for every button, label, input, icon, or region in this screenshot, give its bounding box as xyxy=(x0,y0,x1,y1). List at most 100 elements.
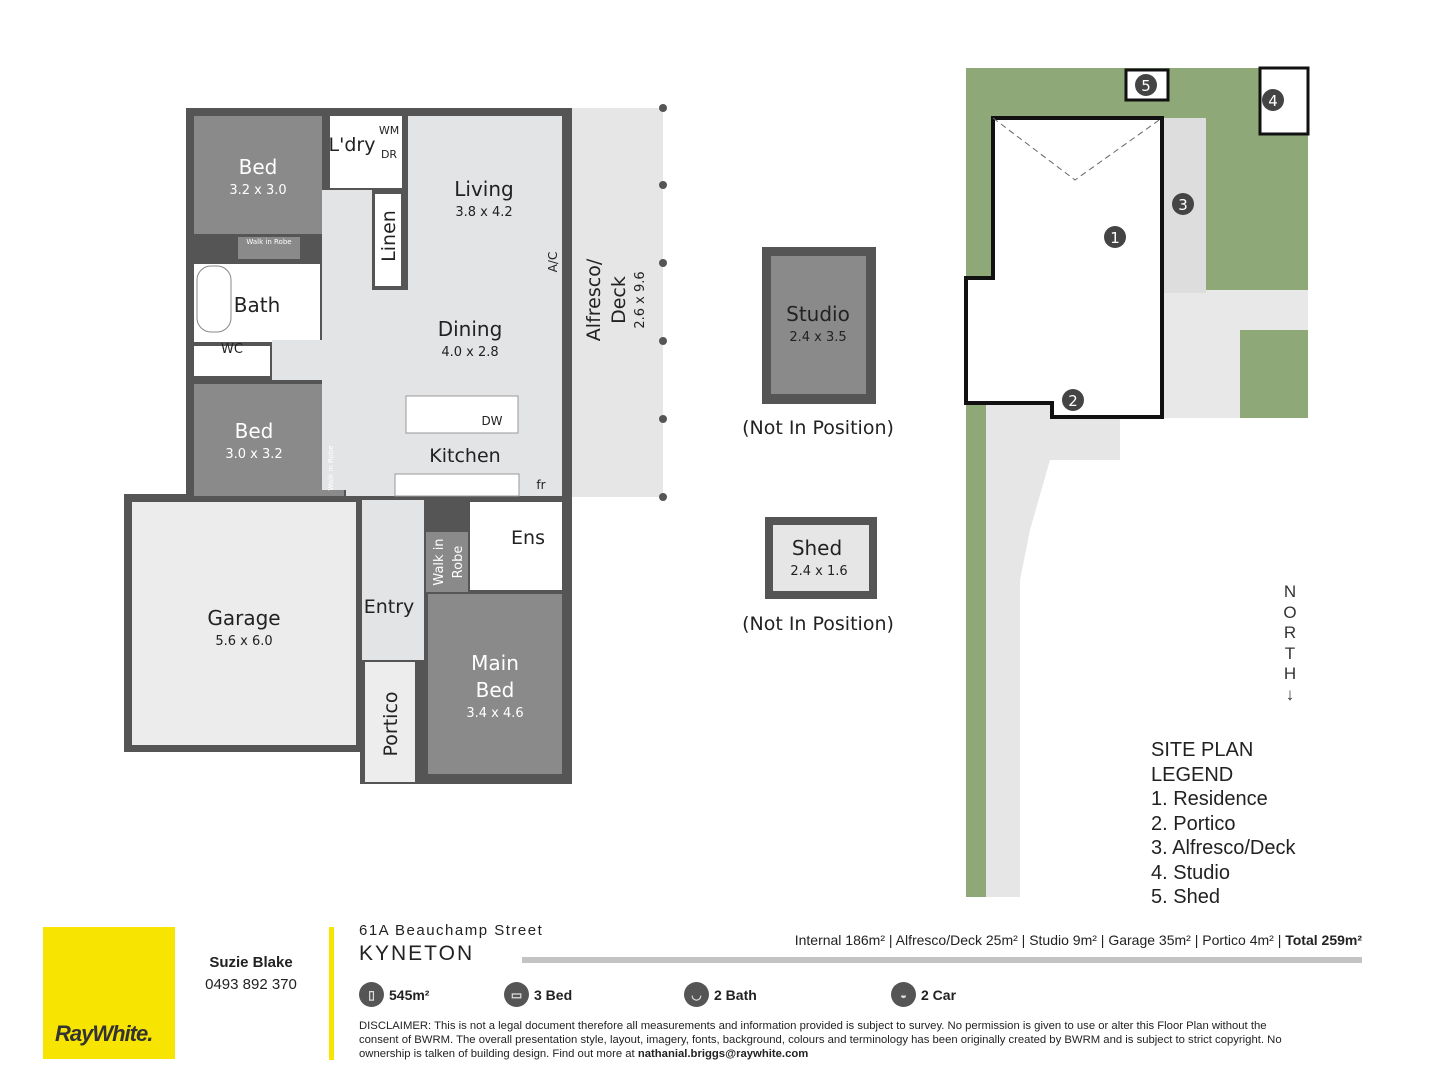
garage-size: 5.6 x 6.0 xyxy=(215,634,272,649)
studio-floor xyxy=(771,256,866,394)
area-studio: Studio 9m² | xyxy=(1029,932,1109,948)
north-letter: O xyxy=(1283,602,1297,622)
wir1-label: Walk in Robe xyxy=(246,238,291,246)
disclaimer-text: DISCLAIMER: This is not a legal document… xyxy=(359,1020,1282,1060)
wir1 xyxy=(238,237,300,259)
main-bed-label-1: Main xyxy=(471,651,519,675)
linen-cupboard xyxy=(375,194,401,286)
shed-size: 2.4 x 1.6 xyxy=(790,564,847,579)
ac-label: A/C xyxy=(546,252,560,273)
area-internal: Internal 186m² | xyxy=(794,932,896,948)
hall-to-wc xyxy=(272,340,332,380)
wc-label: WC xyxy=(221,342,243,357)
living-label: Living xyxy=(454,177,513,201)
kitchen-island xyxy=(405,395,519,434)
dining-label: Dining xyxy=(438,317,503,341)
legend-item: 1. Residence xyxy=(1151,788,1268,810)
dining-area xyxy=(346,290,416,496)
wc-room xyxy=(194,346,270,376)
living-area xyxy=(408,116,562,496)
living-size: 3.8 x 4.2 xyxy=(455,205,512,220)
bed2-room xyxy=(194,384,322,496)
floor-plan: Bed 3.2 x 3.0 Bed 3.0 x 3.2 Main Bed 3.4… xyxy=(124,66,1310,897)
site-plan-legend: SITE PLAN LEGEND 1. Residence 2. Portico… xyxy=(1151,738,1296,910)
north-letter: T xyxy=(1284,643,1296,663)
bed1-label: Bed xyxy=(239,155,278,179)
main-bed-size: 3.4 x 4.6 xyxy=(466,706,523,721)
divider-bar xyxy=(522,957,1362,963)
area-summary: Internal 186m² | Alfresco/Deck 25m² | St… xyxy=(560,932,1362,948)
alfresco-label-2: Deck xyxy=(608,276,630,324)
legend-title: LEGEND xyxy=(1151,763,1234,786)
car-icon: ◒ xyxy=(891,982,916,1007)
shed-floor xyxy=(773,525,869,591)
land-icon: ▯ xyxy=(359,982,384,1007)
area-portico: Portico 4m² | xyxy=(1202,932,1286,948)
shed-label: Shed xyxy=(792,536,842,560)
alfresco-label-1: Alfresco/ xyxy=(583,258,605,341)
garage-floor xyxy=(132,502,356,745)
site-marker-2: 2 xyxy=(1068,392,1078,410)
studio-label: Studio xyxy=(786,302,850,326)
feature-land: ▯545m² xyxy=(359,982,429,1007)
dining-size: 4.0 x 2.8 xyxy=(441,345,498,360)
disclaimer: DISCLAIMER: This is not a legal document… xyxy=(359,1020,1289,1061)
dw-label: DW xyxy=(481,414,502,428)
area-alfresco: Alfresco/Deck 25m² | xyxy=(895,932,1030,948)
entry-hall xyxy=(362,500,424,660)
alfresco-deck xyxy=(568,108,663,497)
bed1-size: 3.2 x 3.0 xyxy=(229,183,286,198)
contact-email-link[interactable]: nathanial.briggs@raywhite.com xyxy=(637,1047,809,1060)
divider xyxy=(329,927,334,1060)
agent-phone[interactable]: 0493 892 370 xyxy=(205,976,297,993)
fridge-label: fr xyxy=(536,478,545,492)
wir2-label: Walk in Robe xyxy=(327,445,335,490)
studio-note: (Not In Position) xyxy=(742,417,894,439)
feature-bed: ▭ 3 Bed xyxy=(504,982,572,1007)
bed-icon: ▭ xyxy=(504,982,529,1007)
north-letter: H xyxy=(1283,664,1297,683)
site-marker-4: 4 xyxy=(1268,92,1278,110)
agent-info: Suzie Blake 0493 892 370 xyxy=(180,954,322,993)
legend-item: 2. Portico xyxy=(1151,812,1236,835)
portico-area xyxy=(365,662,415,782)
wir3-label-2: Robe xyxy=(451,546,466,579)
laundry-room xyxy=(330,116,402,188)
bathtub xyxy=(196,265,232,333)
area-total: Total 259m² xyxy=(1285,932,1362,948)
north-letter: R xyxy=(1283,623,1297,642)
legend-item: 3. Alfresco/Deck xyxy=(1151,837,1296,859)
garage-label: Garage xyxy=(207,606,280,630)
legend-item: 4. Studio xyxy=(1151,861,1230,884)
bed2-size: 3.0 x 3.2 xyxy=(225,447,282,462)
main-bed-label-2: Bed xyxy=(476,678,515,702)
wir3-label-1: Walk in xyxy=(432,538,447,585)
shed-note: (Not In Position) xyxy=(742,613,894,635)
feature-label: 3 Bed xyxy=(534,986,573,1003)
north-indicator: N O R T H ↓ xyxy=(1280,582,1300,705)
bath-label: Bath xyxy=(234,293,281,317)
suburb: KYNETON xyxy=(359,942,475,965)
wm-label: WM xyxy=(379,124,399,137)
street-address: 61A Beauchamp Street xyxy=(359,922,544,939)
kitchen-bench xyxy=(394,473,520,497)
legend-item: 5. Shed xyxy=(1151,886,1220,908)
north-arrow-icon: ↓ xyxy=(1285,684,1295,704)
portico-label: Portico xyxy=(380,691,402,756)
alfresco-size: 2.6 x 9.6 xyxy=(633,271,648,328)
kitchen-label: Kitchen xyxy=(429,445,500,467)
feature-car: ◒2 Car xyxy=(891,982,956,1007)
north-letter: N xyxy=(1283,582,1297,601)
linen-label: Linen xyxy=(378,210,400,262)
main-bed-room xyxy=(428,594,562,774)
site-marker-3: 3 xyxy=(1178,196,1188,214)
deck-posts xyxy=(659,104,667,501)
area-garage: Garage 35m² | xyxy=(1108,932,1203,948)
bed1-room xyxy=(194,116,322,234)
laundry-label: L'dry xyxy=(329,134,376,156)
agent-name: Suzie Blake xyxy=(209,954,293,971)
wir3 xyxy=(426,532,468,592)
ensuite-room xyxy=(470,502,562,590)
studio-size: 2.4 x 3.5 xyxy=(789,330,846,345)
residence-outline xyxy=(964,116,1164,419)
